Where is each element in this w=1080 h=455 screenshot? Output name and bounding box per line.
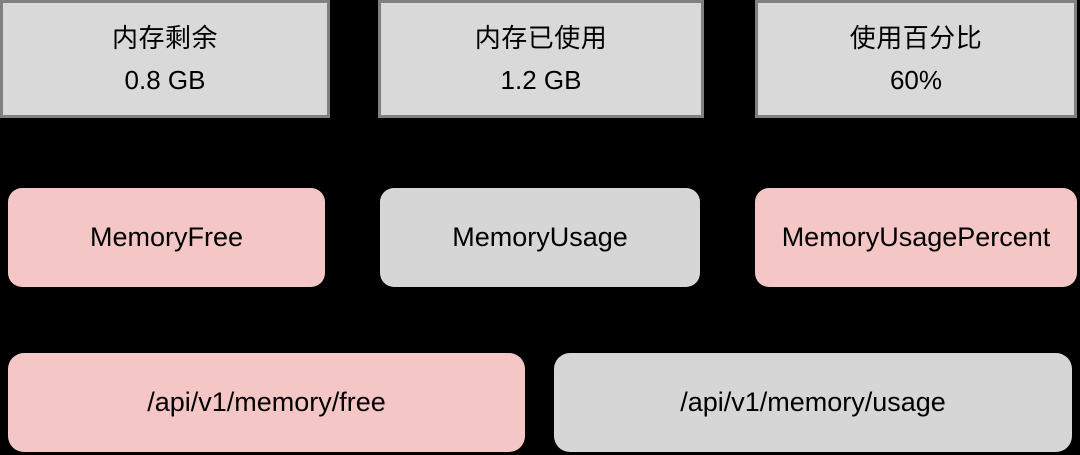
metric-card-title: 内存已使用 [474,23,608,53]
metric-card-value: 60% [889,65,943,95]
metric-card-value: 0.8 GB [124,65,206,95]
node-label: MemoryFree [89,222,244,252]
metric-card-value: 1.2 GB [500,65,582,95]
node-label: MemoryUsagePercent [781,222,1051,252]
node-memory-usage-percent[interactable]: MemoryUsagePercent [755,188,1077,287]
node-label: MemoryUsage [452,222,628,252]
metric-card-usage-percent: 使用百分比 60% [755,0,1077,118]
node-memory-usage[interactable]: MemoryUsage [380,188,700,287]
endpoint-memory-usage[interactable]: /api/v1/memory/usage [554,353,1072,452]
metric-card-title: 内存剩余 [111,23,218,53]
metric-card-memory-used: 内存已使用 1.2 GB [378,0,704,118]
endpoint-memory-free[interactable]: /api/v1/memory/free [8,353,525,452]
endpoint-label: /api/v1/memory/free [147,387,386,417]
endpoint-label: /api/v1/memory/usage [680,387,946,417]
metric-card-title: 使用百分比 [849,23,983,53]
metric-card-memory-free: 内存剩余 0.8 GB [0,0,330,118]
node-memory-free[interactable]: MemoryFree [8,188,325,287]
